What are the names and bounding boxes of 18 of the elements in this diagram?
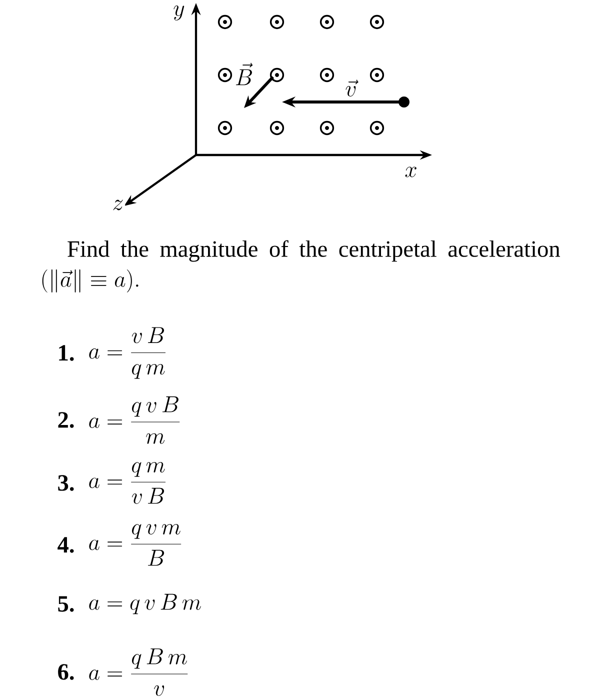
answer-formula: $a = \frac{q\,B\,m}{v}$ [89,648,188,696]
choice-number: 1. [59,345,74,361]
answer-formula: $a = q\,v\,B\,m$ [89,594,201,614]
axis-label: $x$ [403,166,419,178]
axis-label: $y$ [172,4,186,22]
choice-number: 6. [58,664,74,680]
axis-label: $\vec{v}$ [344,78,358,98]
answer-formula: $a = \frac{q\,v\,B}{m}$ [89,396,180,444]
choice-number: 4. [58,537,74,553]
choice-number: 5. [58,596,74,612]
question-text: Find the magnitude of the centripetal acceleration $(\|\vec{a}\| \equiv a).$ [42,240,560,292]
axis-label: $\vec{B}$ [234,62,254,86]
answer-formula: $a = \frac{v\,B}{q\,m}$ [89,327,166,379]
answer-formula: $a = \frac{q\,v\,m}{B}$ [89,524,182,566]
axis-label: $z$ [110,198,126,212]
choice-number: 3. [58,475,74,491]
choice-number: 2. [58,412,74,428]
answer-formula: $a = \frac{q\,m}{v\,B}$ [89,462,166,504]
